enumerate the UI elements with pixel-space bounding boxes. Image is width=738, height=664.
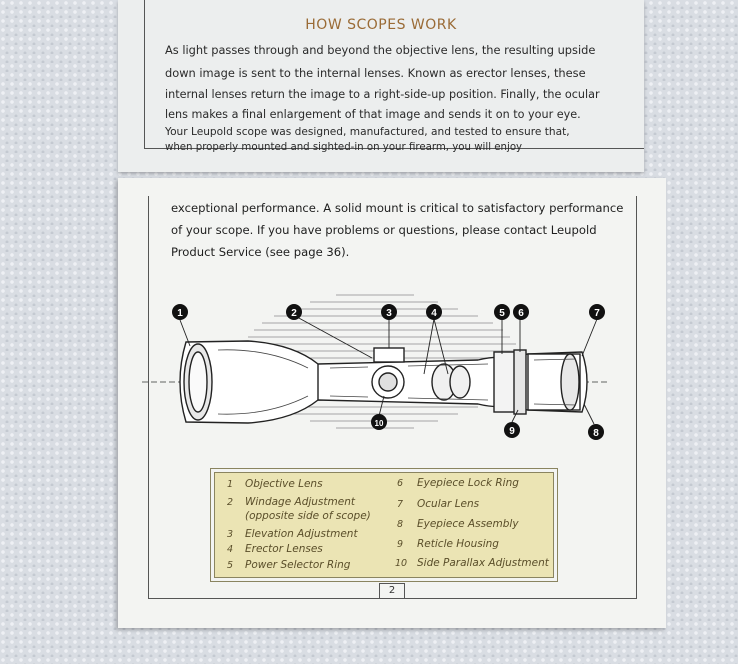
legend-number: 7: [397, 499, 404, 510]
legend-number: 6: [397, 478, 404, 489]
legend-number: 1: [227, 479, 234, 490]
legend-number: 5: [227, 560, 234, 571]
legend-label: Objective Lens: [245, 478, 323, 490]
body-text-line: internal lenses return the image to a ri…: [165, 88, 600, 101]
body-text-line: when properly mounted and sighted-in on …: [165, 142, 523, 153]
body-text-line: lens makes a final enlargement of that i…: [165, 108, 581, 121]
legend-label: Erector Lenses: [245, 543, 323, 555]
callout-6: 6: [513, 304, 529, 320]
upper-page: HOW SCOPES WORK As light passes through …: [118, 0, 644, 172]
scope-body: [179, 340, 588, 424]
callout-7: 7: [589, 304, 605, 320]
legend-label: Ocular Lens: [417, 498, 480, 510]
callout-label: 6: [518, 308, 524, 319]
callout-3: 3: [381, 304, 397, 320]
callout-label: 1: [177, 308, 183, 319]
body-text-line: exceptional performance. A solid mount i…: [171, 201, 624, 215]
parts-legend: 1 Objective Lens 2 Windage Adjustment (o…: [210, 468, 558, 582]
legend-number: 8: [397, 519, 404, 530]
body-text-line: As light passes through and beyond the o…: [165, 43, 596, 57]
callout-1: 1: [172, 304, 188, 320]
body-text-line: Product Service (see page 36).: [171, 245, 350, 259]
legend-number: 10: [395, 558, 408, 569]
lower-page: exceptional performance. A solid mount i…: [118, 178, 666, 628]
callout-4: 4: [426, 304, 442, 320]
legend-number: 2: [227, 497, 234, 508]
callout-label: 2: [291, 308, 297, 319]
body-text-line: down image is sent to the internal lense…: [165, 66, 586, 80]
legend-label: Power Selector Ring: [245, 559, 351, 571]
callout-label: 9: [509, 426, 515, 437]
upper-page-border: [144, 0, 644, 149]
scope-shading: [217, 349, 577, 415]
section-title: HOW SCOPES WORK: [305, 17, 457, 33]
legend-number: 9: [397, 539, 404, 550]
callout-10: 10: [371, 414, 387, 430]
callout-label: 7: [594, 308, 600, 319]
legend-label: Windage Adjustment: [245, 496, 355, 508]
callout-2: 2: [286, 304, 302, 320]
legend-number: 3: [227, 529, 234, 540]
body-text-line: Your Leupold scope was designed, manufac…: [165, 126, 570, 138]
legend-label: Eyepiece Assembly: [417, 518, 519, 530]
callout-label: 10: [375, 419, 384, 428]
callout-8: 8: [588, 424, 604, 440]
callout-9: 9: [504, 422, 520, 438]
legend-label: Side Parallax Adjustment: [417, 557, 549, 569]
callout-label: 5: [499, 308, 505, 319]
legend-label: Reticle Housing: [417, 538, 499, 550]
callout-label: 4: [431, 308, 437, 319]
callout-label: 3: [386, 308, 392, 319]
legend-label: Eyepiece Lock Ring: [417, 477, 519, 489]
leader-lines: [179, 316, 598, 425]
callout-5: 5: [494, 304, 510, 320]
scope-diagram: 1 2 3 4 5 6 7 8: [142, 294, 608, 440]
callout-label: 8: [593, 428, 599, 439]
legend-label: (opposite side of scope): [245, 510, 371, 522]
legend-number: 4: [227, 544, 234, 555]
body-text-line: of your scope. If you have problems or q…: [171, 223, 597, 237]
legend-label: Elevation Adjustment: [245, 528, 358, 540]
page-number: 2: [379, 583, 405, 599]
